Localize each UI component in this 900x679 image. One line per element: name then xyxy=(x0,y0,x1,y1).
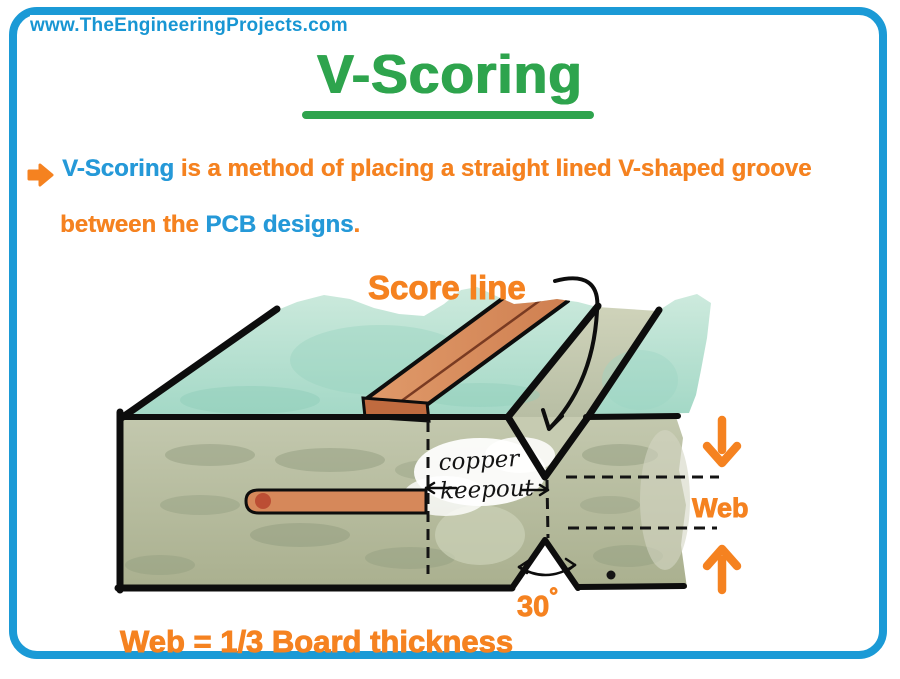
intro-text-1: V-Scoring is a method of placing a strai… xyxy=(62,146,811,191)
bullet-arrow-icon xyxy=(27,157,54,202)
pcb-top-face-right xyxy=(592,294,711,415)
site-watermark: www.TheEngineeringProjects.com xyxy=(30,15,354,39)
intro-paragraph: V-Scoring is a method of placing a strai… xyxy=(27,146,811,247)
keepout-left-arrow xyxy=(424,481,458,495)
copper-trace-front xyxy=(244,488,428,515)
title-underline xyxy=(302,111,594,119)
intro-line-2: between the PCB designs. xyxy=(27,202,811,247)
intro-line-1: V-Scoring is a method of placing a strai… xyxy=(27,146,811,202)
angle-value: 30 xyxy=(517,591,549,623)
intro-keyword-vscoring: V-Scoring xyxy=(62,155,175,182)
angle-label: 30° xyxy=(517,583,558,623)
angle-arc xyxy=(517,557,577,577)
web-label: Web xyxy=(692,493,749,523)
score-line-label: Score line xyxy=(368,269,526,306)
page-border-frame xyxy=(9,7,887,659)
score-line-arrow xyxy=(541,276,600,431)
web-caption: Web = 1/3 Board thickness xyxy=(120,624,513,659)
keepout-text-line1: copper xyxy=(438,446,522,476)
ink-dot xyxy=(606,570,616,580)
web-arrow-up xyxy=(702,544,742,595)
intro-period: . xyxy=(353,211,361,238)
board-outlines xyxy=(114,302,687,594)
copper-keepout-label: copper keepout xyxy=(424,446,550,505)
keepout-right-arrow xyxy=(520,483,550,497)
web-arrow-down xyxy=(702,415,742,468)
angle-degree: ° xyxy=(549,583,558,608)
page-title: V-Scoring xyxy=(317,43,583,105)
intro-keyword-pcb: PCB designs xyxy=(205,211,354,238)
intro-rest-1: is a method of placing a straight lined … xyxy=(174,155,812,182)
front-face-watercolor-marks xyxy=(125,430,690,575)
score-groove-channel xyxy=(508,307,658,417)
keepout-text-line2: keepout xyxy=(440,475,535,504)
intro-rest-2: between the xyxy=(60,211,206,238)
